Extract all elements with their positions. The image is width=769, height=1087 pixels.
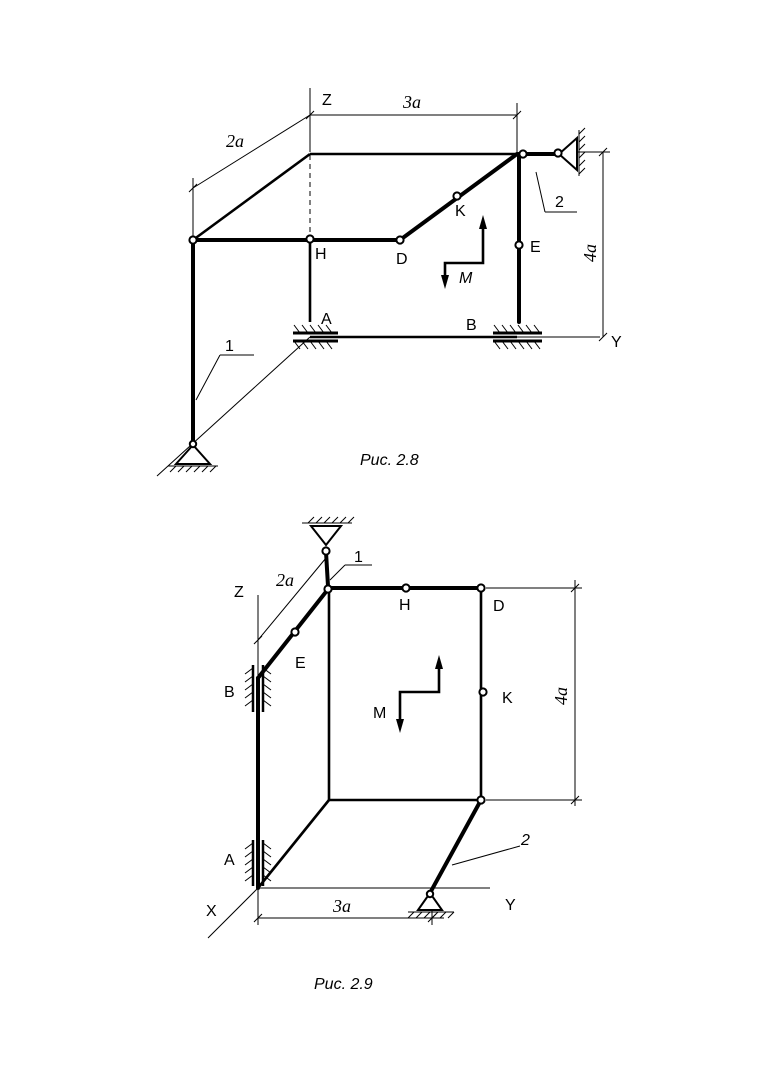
label-rod2-2: 2: [520, 832, 530, 849]
dim-2a-label: 2a: [226, 131, 244, 151]
figure-2-9: Z Y X 2a 3a 4a: [206, 516, 582, 993]
label-m-2: M: [373, 705, 386, 722]
pin-support-rod2-2: [407, 891, 455, 919]
label-k-2: K: [502, 690, 513, 707]
figure-2-8: 3a 2a 4a Z Y: [156, 88, 622, 477]
rod2-leader-2: [451, 845, 521, 866]
hinge-left: [188, 235, 198, 245]
support-a-2: [244, 840, 272, 886]
dimension-2a: [188, 114, 311, 240]
hinge-d: [395, 235, 405, 245]
hinge-k: [452, 191, 462, 201]
dim-3a-label: 3a: [402, 92, 421, 112]
axis-z-label-2: Z: [234, 584, 244, 601]
label-h: H: [315, 246, 327, 263]
hinge-rod2-support: [553, 148, 563, 158]
pin-support-rod1-2: [302, 516, 355, 547]
label-a: A: [321, 311, 332, 328]
dim-4a-label: 4a: [580, 244, 600, 262]
label-b-2: B: [224, 684, 235, 701]
caption-2-9: Рис. 2.9: [314, 976, 373, 993]
label-m: M: [459, 270, 473, 287]
label-rod1: 1: [225, 338, 234, 355]
hinge-d-2: [476, 583, 486, 593]
hinge-rod2-support-2: [425, 889, 435, 899]
axis-z-label: Z: [322, 92, 332, 109]
hinge-top-left-2: [323, 584, 333, 594]
base-diagonal: [256, 799, 331, 889]
rod-1-2: [324, 550, 330, 588]
label-e: E: [530, 239, 541, 256]
moment-symbol-2: [396, 655, 443, 733]
dimension-4a: [575, 147, 610, 342]
hinge-e: [514, 240, 524, 250]
dimension-4a-2: [486, 580, 582, 806]
dimension-2a-2: [253, 557, 327, 645]
dim-3a-label-2: 3a: [332, 896, 351, 916]
hinge-rod1-support: [188, 439, 198, 449]
rod1-leader-2: [329, 564, 346, 581]
dim-4a-label-2: 4a: [551, 687, 571, 705]
axis-y-label: Y: [611, 334, 622, 351]
rod2-leader: [535, 171, 546, 213]
dim-2a-label-2: 2a: [276, 570, 294, 590]
label-e-2: E: [295, 655, 306, 672]
hinge-rod1-support-2: [321, 546, 331, 556]
pin-support-rod2: [557, 127, 586, 176]
hinge-h-2: [401, 583, 411, 593]
rod1-leader: [195, 354, 221, 401]
hinge-e-2: [290, 627, 300, 637]
label-k: K: [455, 203, 466, 220]
pin-support-rod1: [168, 443, 218, 473]
support-b: [493, 324, 542, 350]
x-axis-line-2: [207, 887, 259, 939]
x-axis-line: [156, 336, 311, 477]
caption-2-8: Рис. 2.8: [360, 452, 419, 469]
label-a-2: A: [224, 852, 235, 869]
hinge-k-2: [478, 687, 488, 697]
top-diagonal: [192, 152, 311, 242]
axis-y-label-2: Y: [505, 897, 516, 914]
hinge-h: [305, 234, 315, 244]
rod-2-2: [428, 798, 483, 895]
label-d: D: [396, 251, 408, 268]
axis-x-label-2: X: [206, 903, 217, 920]
hinge-top-right: [518, 149, 528, 159]
support-a: [293, 324, 338, 350]
label-rod2: 2: [555, 194, 564, 211]
label-b: B: [466, 317, 477, 334]
moment-symbol: [441, 215, 487, 289]
support-b-2: [244, 665, 272, 712]
label-rod1-2: 1: [354, 549, 363, 566]
label-d-2: D: [493, 598, 505, 615]
label-h-2: H: [399, 597, 411, 614]
hinge-bottom-right-2: [476, 795, 486, 805]
